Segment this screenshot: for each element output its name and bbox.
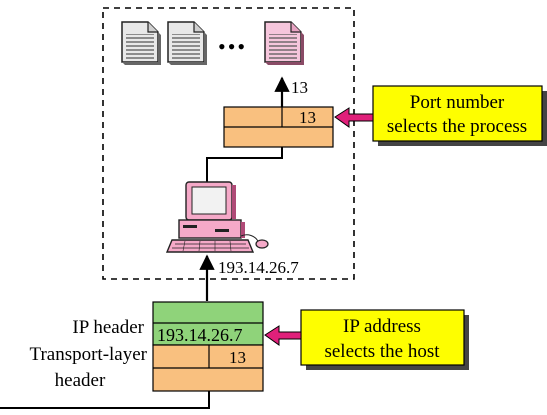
packet-ip-value: 193.14.26.7 bbox=[157, 325, 243, 345]
callout-port-line2: selects the process bbox=[387, 116, 527, 137]
transport-layer-label-2: header bbox=[55, 370, 106, 391]
callout-ip-pointer-arrow bbox=[264, 325, 302, 346]
packet bbox=[152, 301, 264, 392]
callout-ip-line1: IP address bbox=[343, 316, 421, 337]
transport-box-port: 13 bbox=[299, 108, 316, 127]
callout-port-number: Port number selects the process bbox=[372, 85, 547, 146]
callout-port-line1: Port number bbox=[410, 92, 505, 113]
ip-header-label: IP header bbox=[72, 317, 144, 338]
connector-computer-to-port bbox=[206, 147, 283, 182]
incoming-line bbox=[0, 391, 210, 409]
callout-ip-line2: selects the host bbox=[324, 341, 440, 362]
callout-port-pointer-arrow bbox=[334, 107, 374, 128]
target-process-document-icon bbox=[264, 21, 304, 65]
ellipsis: ••• bbox=[218, 34, 247, 59]
packet-port-value: 13 bbox=[229, 348, 246, 367]
callout-ip-address: IP address selects the host bbox=[300, 309, 469, 370]
host-computer-icon bbox=[165, 181, 269, 253]
process-document-icon-1 bbox=[121, 21, 161, 65]
host-boundary bbox=[102, 7, 355, 280]
process-document-icon-2 bbox=[167, 21, 207, 65]
process-port-label: 13 bbox=[291, 78, 308, 97]
host-ip-label: 193.14.26.7 bbox=[218, 258, 299, 277]
transport-header-box-host bbox=[223, 106, 334, 148]
transport-layer-label-1: Transport-layer bbox=[30, 344, 148, 365]
